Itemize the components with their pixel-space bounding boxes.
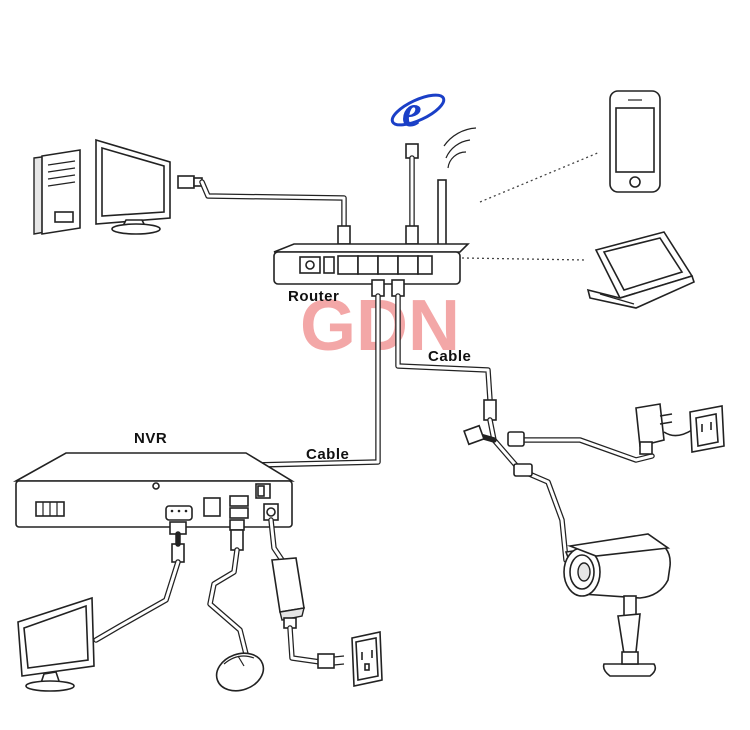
cable-router-camera-label: Cable [428, 348, 471, 365]
vga-cable [93, 521, 187, 643]
wireless-link-laptop [461, 257, 587, 261]
internet-explorer-icon: e [390, 87, 446, 136]
usb-mouse-cable [207, 519, 249, 657]
internet-cable [405, 143, 419, 245]
cable-router-nvr-label: Cable [306, 446, 349, 463]
ie-letter: e [402, 87, 422, 136]
camera-power-adapter-icon [635, 403, 693, 455]
camera-pigtail-cable [463, 417, 655, 563]
mouse-icon [215, 652, 265, 692]
nvr-label: NVR [134, 430, 167, 447]
bullet-camera-icon [563, 533, 671, 677]
wall-socket-icon [351, 631, 383, 687]
nvr-icon [12, 452, 295, 528]
router-label: Router [288, 288, 339, 305]
wireless-link-phone [479, 151, 601, 203]
desktop-computer-icon [33, 138, 171, 235]
smartphone-icon [609, 90, 661, 193]
router-icon [273, 179, 470, 285]
wifi-signal-icon [443, 127, 477, 169]
monitor-icon [17, 596, 95, 692]
wall-outlet-icon [689, 405, 725, 453]
laptop-icon [586, 231, 695, 309]
nvr-power-cable [268, 517, 345, 669]
cable-router-to-camera [391, 279, 497, 421]
pc-network-cable [177, 175, 351, 245]
